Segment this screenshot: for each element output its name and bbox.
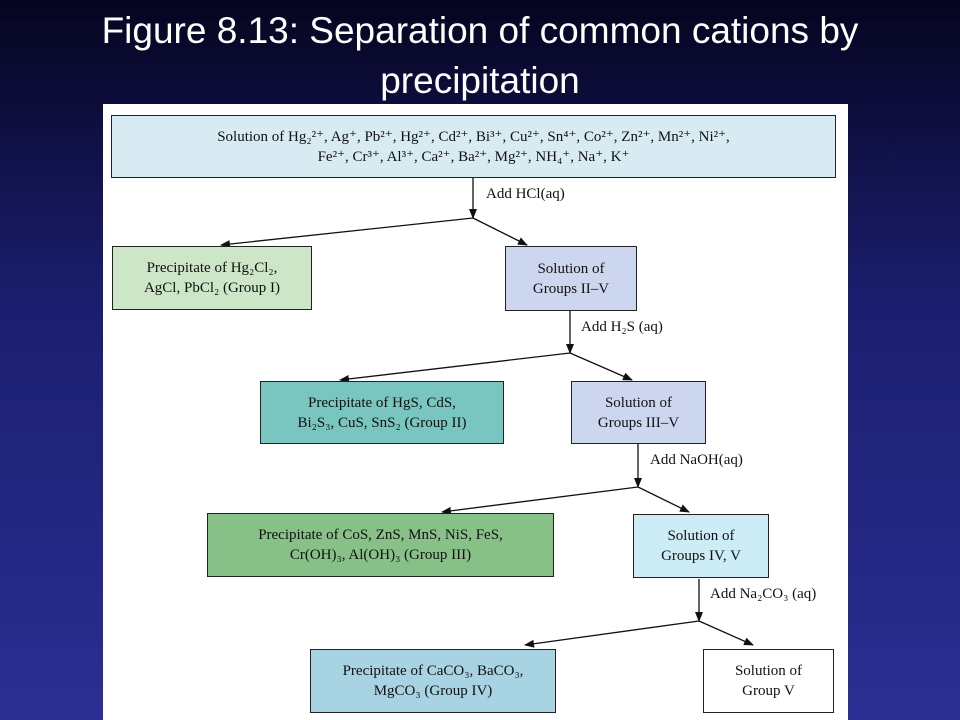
start-solution-line2: Fe²⁺, Cr³⁺, Al³⁺, Ca²⁺, Ba²⁺, Mg²⁺, NH₄⁺… <box>317 148 630 165</box>
solution-step4-line1: Solution of <box>734 663 803 679</box>
precipitate-group3-line1: Precipitate of CoS, ZnS, MnS, NiS, FeS, <box>258 527 503 543</box>
precipitate-group2-line1: Precipitate of HgS, CdS, <box>308 394 456 411</box>
precipitate-box-group2: Precipitate of HgS, CdS, Bi₂S₃, CuS, SnS… <box>260 381 504 444</box>
start-solution-line1: Solution of Hg₂²⁺, Ag⁺, Pb²⁺, Hg²⁺, Cd²⁺… <box>217 128 730 145</box>
solution-box-group-5: Solution of Group V <box>703 649 834 713</box>
flowchart-panel: Solution of Hg₂²⁺, Ag⁺, Pb²⁺, Hg²⁺, Cd²⁺… <box>103 104 848 720</box>
precipitate-box-group3: Precipitate of CoS, ZnS, MnS, NiS, FeS, … <box>207 513 554 577</box>
solution-step1-line1: Solution of <box>537 260 605 277</box>
precipitate-box-group1: Precipitate of Hg₂Cl₂, AgCl, PbCl₂ (Grou… <box>112 246 312 310</box>
solution-box-groups-3-5: Solution of Groups III–V <box>571 381 706 444</box>
arrow-step1-right <box>472 217 528 246</box>
solution-step2-line2: Groups III–V <box>597 414 680 431</box>
solution-step3-line1: Solution of <box>667 528 735 544</box>
solution-box-groups-4-5: Solution of Groups IV, V <box>633 514 769 578</box>
reagent-label-step4: Add Na₂CO₃ (aq) <box>710 586 817 602</box>
slide-title-line1: Figure 8.13: Separation of common cation… <box>101 10 859 51</box>
precipitate-group1-line2: AgCl, PbCl₂ (Group I) <box>143 280 281 296</box>
arrow-step2-right <box>569 352 633 381</box>
precipitate-group3-line2: Cr(OH)₃, Al(OH)₃ (Group III) <box>289 547 472 563</box>
precipitate-group1-line1: Precipitate of Hg₂Cl₂, <box>146 260 278 276</box>
arrow-step2-left <box>339 352 571 383</box>
solution-step3-line2: Groups IV, V <box>661 548 741 564</box>
precipitate-group2-line2: Bi₂S₃, CuS, SnS₂ (Group II) <box>297 414 467 431</box>
arrow-step4-right <box>698 620 754 646</box>
solution-step1-line2: Groups II–V <box>532 280 610 297</box>
arrow-step3-right <box>637 486 690 513</box>
reagent-label-step2: Add H₂S (aq) <box>581 319 663 335</box>
reagent-label-step3: Add NaOH(aq) <box>650 452 743 468</box>
slide-title-line2: precipitation <box>380 60 580 101</box>
precipitate-group4-line1: Precipitate of CaCO₃, BaCO₃, <box>342 663 524 679</box>
precipitate-group4-line2: MgCO₃ (Group IV) <box>373 683 493 699</box>
solution-box-groups-2-5: Solution of Groups II–V <box>505 246 637 311</box>
arrow-step4-left <box>524 620 700 648</box>
reagent-label-step1: Add HCl(aq) <box>486 186 565 202</box>
flow-arrows <box>220 178 754 648</box>
solution-step2-line1: Solution of <box>604 394 673 411</box>
solution-step4-line2: Group V <box>742 683 795 699</box>
slide-title: Figure 8.13: Separation of common cation… <box>0 6 960 106</box>
arrow-step3-left <box>441 486 639 515</box>
start-solution-box: Solution of Hg₂²⁺, Ag⁺, Pb²⁺, Hg²⁺, Cd²⁺… <box>111 115 836 178</box>
precipitate-box-group4: Precipitate of CaCO₃, BaCO₃, MgCO₃ (Grou… <box>310 649 556 713</box>
arrow-step1-left <box>220 217 474 249</box>
